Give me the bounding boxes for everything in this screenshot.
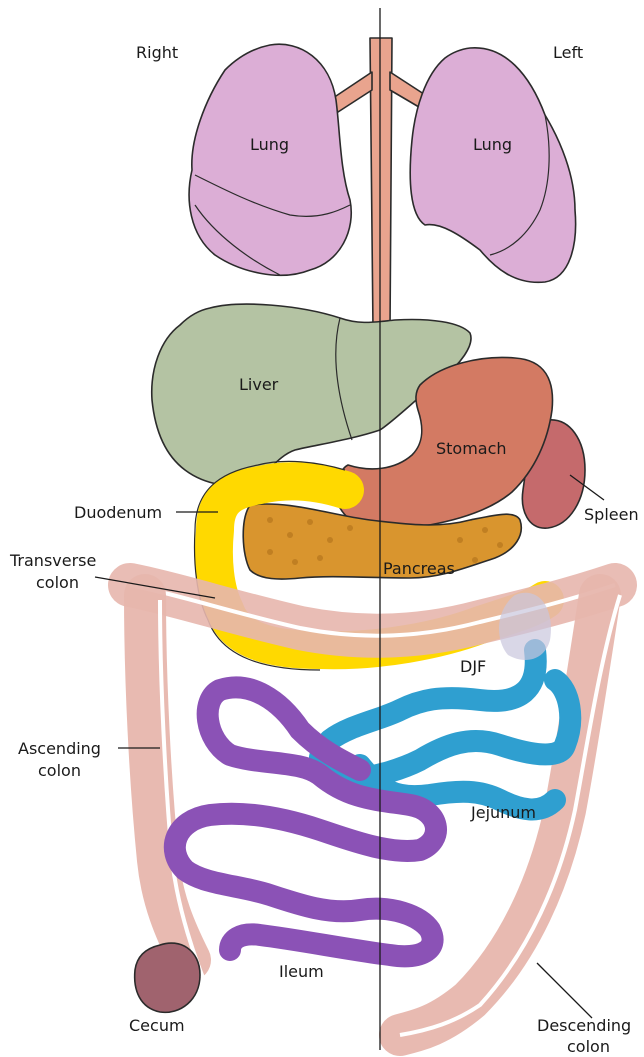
- ascending-colon-label-1: Ascending: [18, 739, 101, 758]
- jejunum-label: Jejunum: [470, 803, 536, 822]
- right-lung: [189, 44, 351, 275]
- descending-colon-label-1: Descending: [537, 1016, 631, 1035]
- duodenum-label: Duodenum: [74, 503, 162, 522]
- transverse-colon-label-1: Transverse: [9, 551, 96, 570]
- transverse-colon-label-2: colon: [36, 573, 79, 592]
- cecum-label: Cecum: [129, 1016, 185, 1035]
- spleen-label: Spleen: [584, 505, 639, 524]
- left-lung: [410, 48, 575, 283]
- trachea-tube: [370, 38, 392, 330]
- descending-colon-label-2: colon: [567, 1037, 610, 1056]
- stomach-label: Stomach: [436, 439, 507, 458]
- liver-label: Liver: [239, 375, 279, 394]
- right-side-label: Right: [136, 43, 178, 62]
- left-side-label: Left: [553, 43, 583, 62]
- djf-label: DJF: [460, 657, 486, 676]
- ascending-colon-label-2: colon: [38, 761, 81, 780]
- lung-right-label: Lung: [250, 135, 289, 154]
- ileum: [175, 687, 436, 956]
- pancreas-label: Pancreas: [383, 559, 455, 578]
- descending-colon-leader: [537, 963, 592, 1018]
- lung-left-label: Lung: [473, 135, 512, 154]
- cecum: [135, 943, 200, 1012]
- ileum-label: Ileum: [279, 962, 324, 981]
